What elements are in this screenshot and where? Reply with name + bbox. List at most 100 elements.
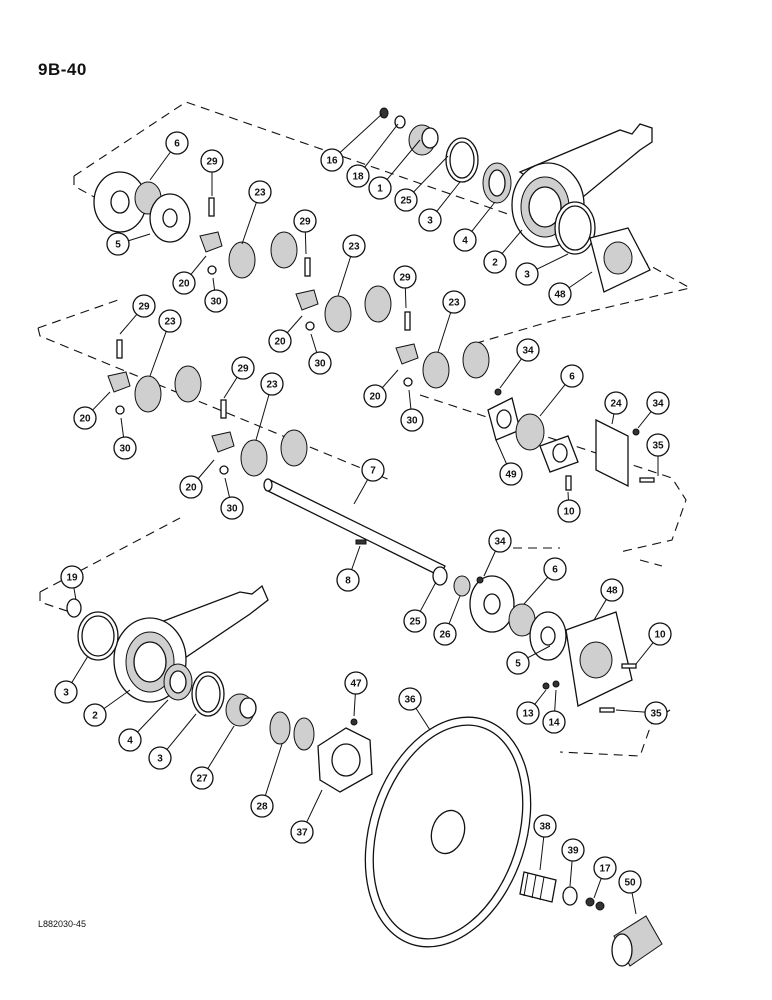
leader-line (527, 645, 551, 659)
leader-line (448, 595, 461, 624)
callout-c8: 3 (515, 253, 569, 286)
end-cap (611, 915, 663, 967)
callout-c15: 23 (241, 180, 272, 245)
figure-code: L882030-45 (38, 919, 87, 929)
upper-snap-ring-left (445, 137, 479, 183)
callout-circle (293, 209, 317, 233)
shield (595, 418, 629, 488)
callout-c11: 5 (106, 232, 151, 256)
spring (519, 871, 557, 903)
callout-c50: 36 (398, 687, 431, 731)
callout-circle (54, 680, 78, 704)
callout-number: 2 (92, 711, 98, 722)
jam-nut-b (595, 901, 605, 911)
callout-c9: 48 (548, 271, 593, 306)
callout-circle (165, 131, 189, 155)
callout-circle (560, 364, 584, 388)
callout-circle (557, 499, 581, 523)
callout-c51: 25 (403, 581, 437, 633)
callout-c14: 30 (204, 277, 228, 313)
callout-c29: 23 (255, 372, 284, 441)
callout-circle (250, 794, 274, 818)
leader-line (306, 789, 323, 823)
callout-circle (260, 372, 284, 396)
callout-c26: 20 (73, 391, 111, 430)
callout-number: 3 (63, 688, 69, 699)
callout-number: 34 (652, 399, 664, 410)
callout-circle (190, 766, 214, 790)
callout-circle (646, 391, 670, 415)
lower-snap-ring-left (77, 611, 119, 661)
callout-circle (220, 496, 244, 520)
callout-c23: 23 (437, 290, 466, 353)
callout-c58: 13 (516, 689, 547, 725)
callout-number: 23 (266, 380, 278, 391)
callout-number: 18 (352, 172, 364, 183)
callout-circle (394, 188, 418, 212)
callout-circle (363, 384, 387, 408)
callout-number: 39 (567, 846, 579, 857)
callout-circle (453, 228, 477, 252)
callout-c1: 16 (320, 113, 383, 172)
callout-c62: 39 (561, 838, 585, 887)
callout-number: 10 (563, 507, 575, 518)
callout-number: 27 (196, 774, 208, 785)
leader-line (437, 312, 452, 353)
leader-line (120, 417, 125, 438)
callout-circle (542, 710, 566, 734)
callout-number: 37 (296, 828, 308, 839)
callout-circle (336, 568, 360, 592)
callout-c6: 4 (453, 201, 496, 252)
callout-circle (179, 475, 203, 499)
upper-mount-plate (589, 227, 651, 293)
leader-line (304, 231, 307, 255)
knife-unit-3 (395, 311, 490, 389)
leader-line (593, 599, 607, 621)
jam-nut-a (585, 897, 595, 907)
leader-line (190, 255, 207, 275)
upper-left-flange (93, 171, 147, 233)
callout-c28: 29 (223, 356, 255, 399)
shaft-key (355, 539, 367, 545)
group-outline-middle (37, 299, 687, 553)
callout-c48: 37 (290, 789, 323, 844)
leader-line (381, 369, 399, 389)
grease-fitting (350, 718, 358, 726)
callout-circle (543, 557, 567, 581)
leader-line (408, 389, 412, 410)
leader-line (310, 333, 318, 353)
callout-circle (200, 149, 224, 173)
callout-circle (600, 578, 624, 602)
shaft-snap-ring (432, 566, 448, 586)
slip-clutch-housing (317, 727, 373, 793)
callout-circle (515, 262, 539, 286)
callout-number: 50 (624, 878, 636, 889)
leader-line (103, 689, 131, 710)
leader-line (149, 331, 167, 377)
callout-number: 4 (462, 236, 468, 247)
callout-circle (646, 433, 670, 457)
callout-number: 47 (350, 679, 362, 690)
callout-c22: 30 (400, 389, 424, 432)
callout-number: 29 (237, 364, 249, 375)
callout-c44: 4 (118, 699, 169, 752)
callout-number: 23 (348, 242, 360, 253)
lower-bottom-bolt (599, 707, 615, 713)
callout-number: 48 (554, 290, 566, 301)
callout-c54: 6 (523, 557, 567, 605)
callout-number: 20 (178, 279, 190, 290)
callout-c39: 7 (353, 458, 385, 505)
lower-mount-plate (565, 611, 633, 707)
callout-number: 5 (115, 240, 121, 251)
callout-number: 30 (210, 297, 222, 308)
leader-line (593, 878, 602, 899)
callout-number: 10 (654, 630, 666, 641)
callout-c52: 26 (433, 595, 461, 646)
leader-line (353, 479, 369, 505)
upper-nut (379, 107, 389, 119)
callout-circle (593, 856, 617, 880)
callout-c12: 29 (200, 149, 224, 196)
callout-number: 29 (299, 217, 311, 228)
callout-c33: 6 (539, 364, 584, 417)
callout-circle (648, 622, 672, 646)
